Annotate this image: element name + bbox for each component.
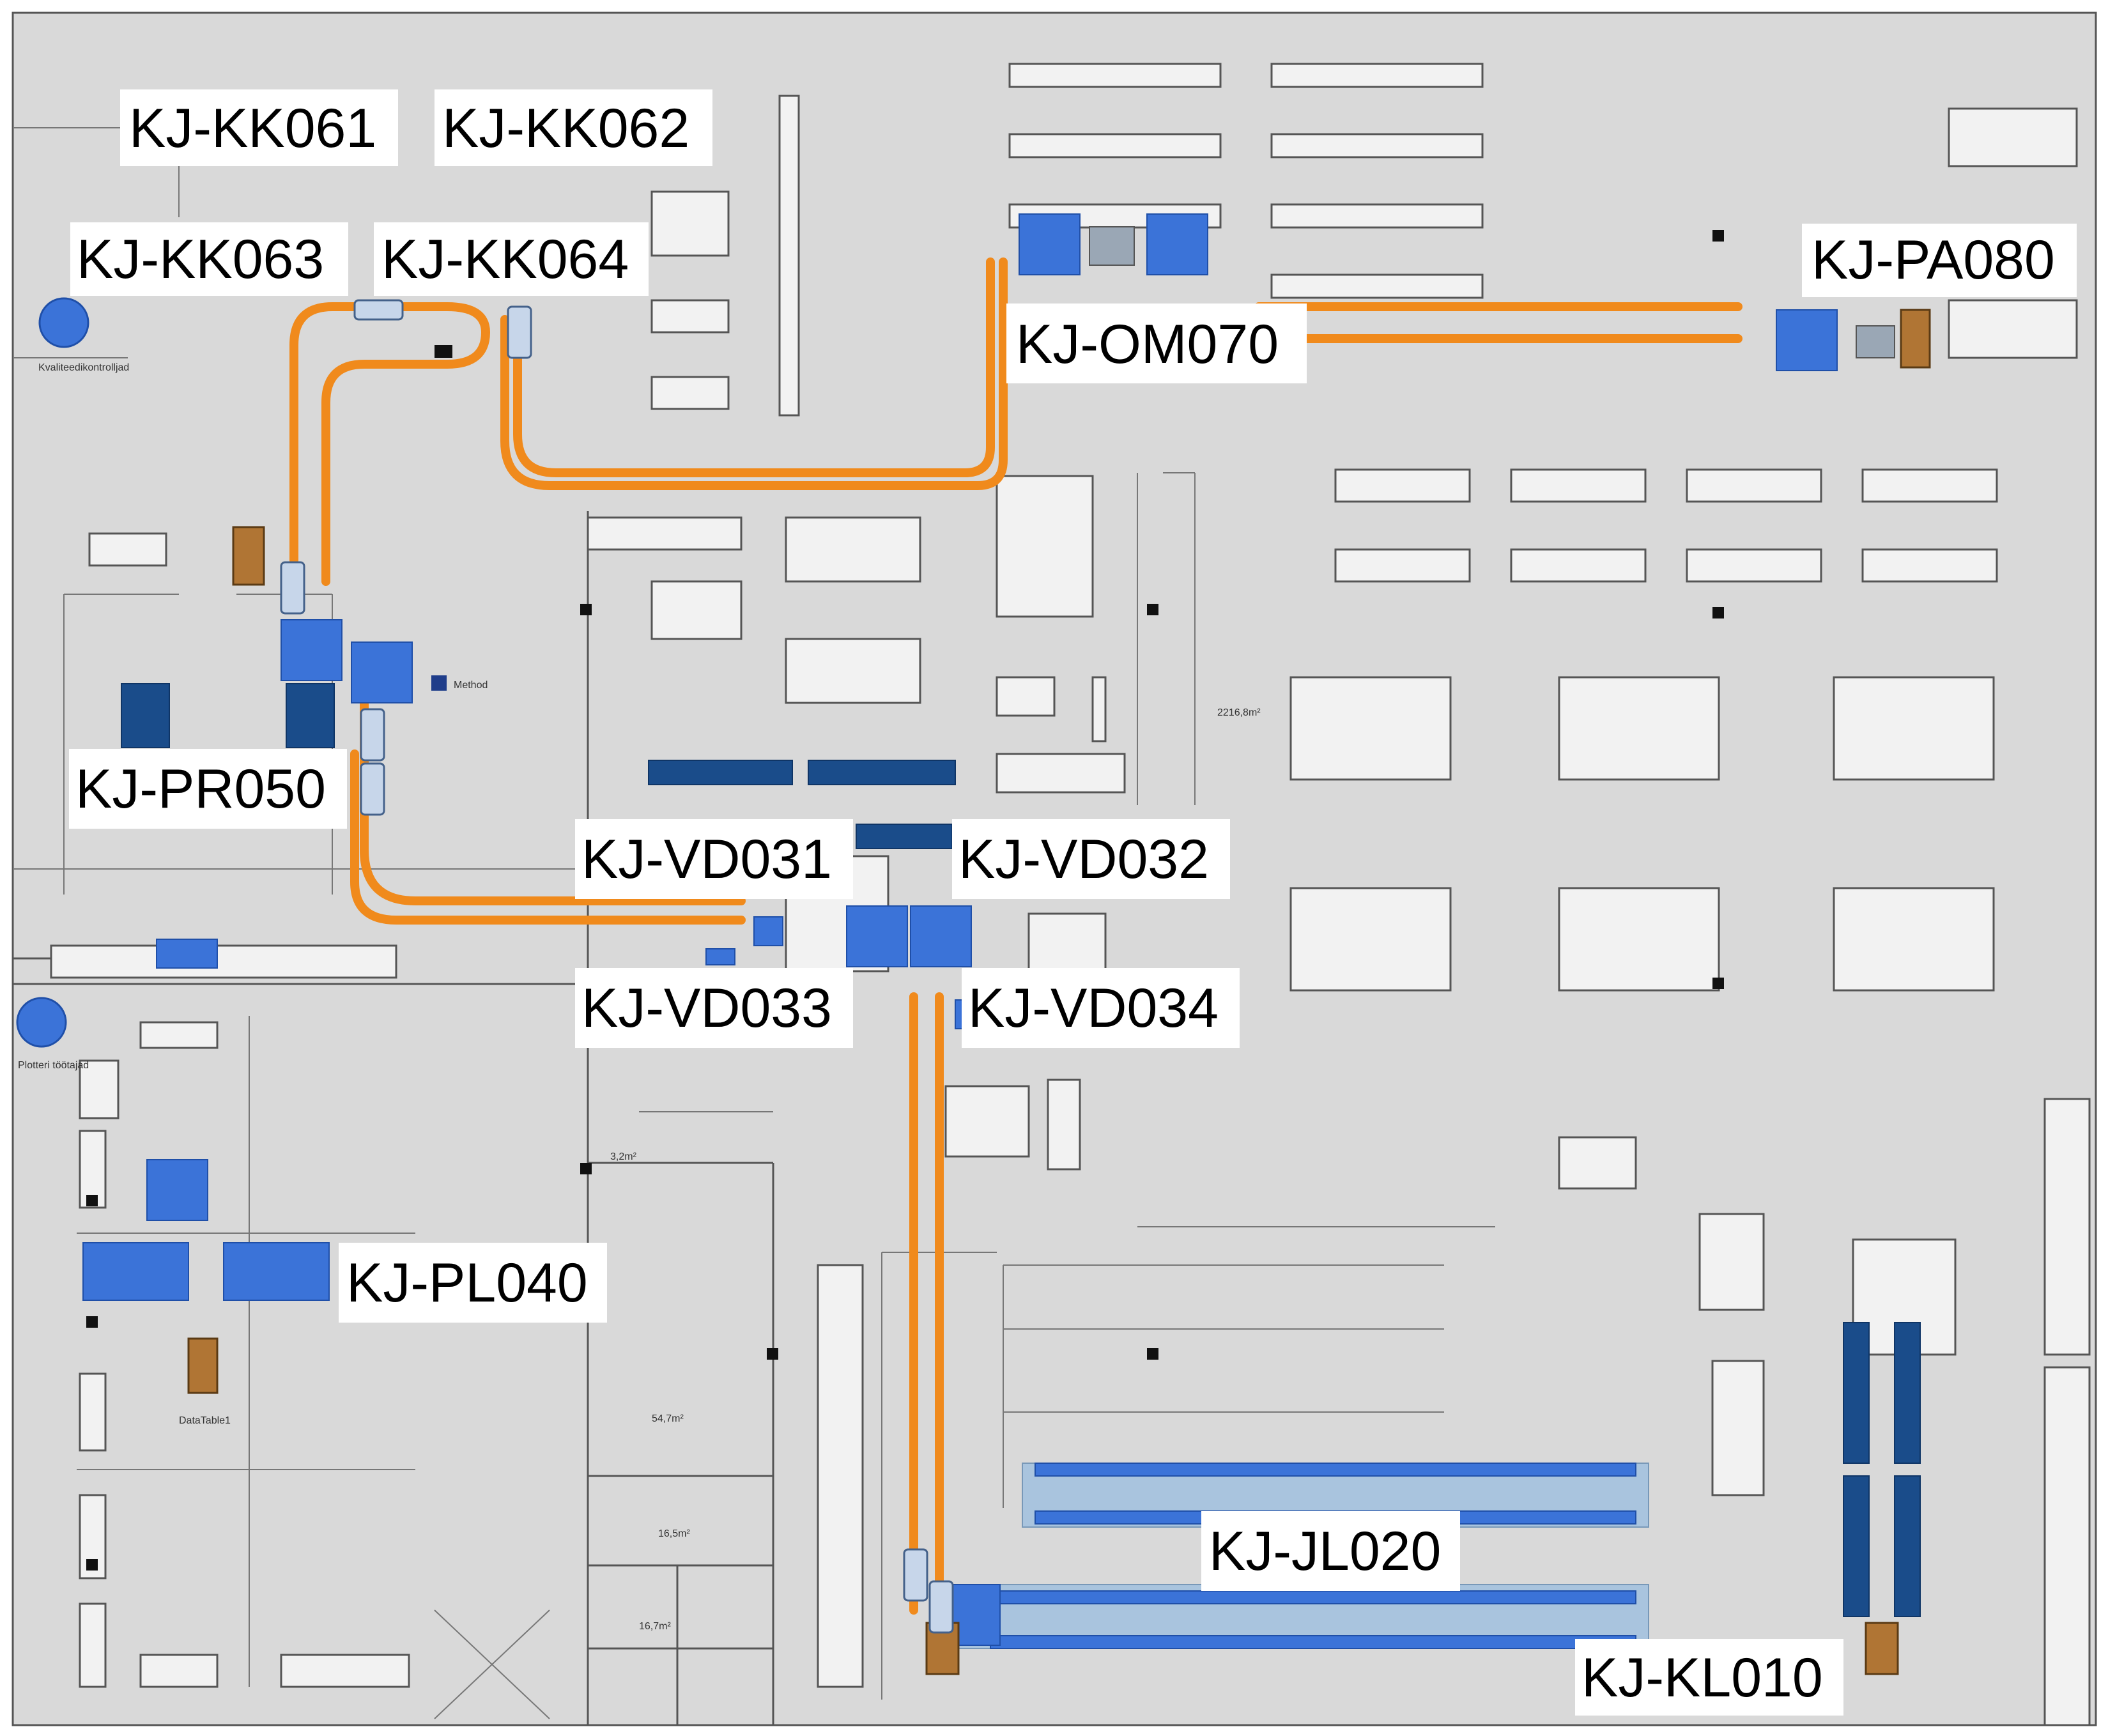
label-kj-pl040: KJ-PL040	[339, 1243, 607, 1323]
vd-machine-a	[846, 905, 908, 967]
svg-text:KJ-VD031: KJ-VD031	[581, 829, 832, 890]
kl010-robot	[1865, 1622, 1899, 1675]
quality-workers-marker	[38, 297, 89, 348]
svg-text:KJ-PR050: KJ-PR050	[75, 758, 326, 820]
area-d-label: 16,7m²	[639, 1621, 671, 1632]
label-kj-vd032: KJ-VD032	[952, 819, 1230, 899]
svg-text:KJ-VD032: KJ-VD032	[958, 829, 1209, 890]
svg-text:KJ-KK063: KJ-KK063	[77, 229, 324, 290]
plotter-workers-marker	[16, 997, 67, 1048]
pr050-press-b	[286, 683, 335, 748]
pl040-machine-c	[146, 1159, 208, 1221]
vd-top-bar-b	[808, 760, 956, 785]
racks-top	[650, 63, 1484, 417]
pa080-pallet	[1900, 309, 1931, 369]
method-icon	[431, 675, 447, 691]
left-small-machine	[156, 939, 218, 969]
kvaliteedikontroll-label: Kvaliteedikontrolljad	[38, 362, 129, 373]
svg-text:KJ-PL040: KJ-PL040	[346, 1252, 588, 1314]
pr050-machine-b	[351, 641, 413, 703]
svg-text:KJ-JL020: KJ-JL020	[1209, 1521, 1441, 1582]
label-kj-vd034: KJ-VD034	[962, 968, 1240, 1048]
svg-text:KJ-KK062: KJ-KK062	[442, 98, 689, 159]
route-kk064-to-om	[513, 257, 995, 477]
label-kj-pa080: KJ-PA080	[1802, 224, 2077, 297]
label-kj-pr050: KJ-PR050	[69, 749, 347, 829]
station-labels: KJ-KK061 KJ-KK062 KJ-KK063 KJ-KK064 KJ-P…	[69, 89, 2077, 1716]
route-kk-to-pr	[289, 302, 490, 586]
om070-machine-b	[1146, 213, 1208, 275]
pl040-machine-a	[82, 1242, 189, 1301]
label-kj-kk064: KJ-KK064	[374, 222, 649, 296]
pr050-press-a	[121, 683, 170, 748]
jl020-bar-c	[990, 1590, 1636, 1604]
label-kj-kl010: KJ-KL010	[1575, 1639, 1843, 1716]
vd-small-b	[705, 948, 735, 965]
label-kj-kk061: KJ-KK061	[120, 89, 398, 166]
route-pr-to-vd-b	[350, 749, 746, 925]
area-b-label: 54,7m²	[652, 1413, 684, 1424]
kl010-bar-b	[1894, 1322, 1921, 1464]
area-e-label: 3,2m²	[610, 1151, 637, 1162]
label-kj-vd031: KJ-VD031	[575, 819, 853, 899]
svg-text:KJ-VD033: KJ-VD033	[581, 978, 832, 1039]
annotations: Kvaliteedikontrolljad Plotteri töötajad …	[18, 362, 1261, 1632]
datatable-label: DataTable1	[179, 1415, 231, 1426]
kl010-bar-c	[1843, 1475, 1870, 1617]
svg-text:KJ-OM070: KJ-OM070	[1016, 314, 1279, 375]
route-kk064-to-om-b	[500, 257, 1008, 490]
area-a-label: 2216,8m²	[1217, 707, 1261, 718]
plotteri-label: Plotteri töötajad	[18, 1060, 89, 1071]
svg-text:KJ-VD034: KJ-VD034	[968, 978, 1219, 1039]
label-kj-kk062: KJ-KK062	[435, 89, 712, 166]
vd-top-bar-c	[856, 824, 953, 849]
racks-center	[587, 475, 2091, 1726]
kl010-bar-a	[1843, 1322, 1870, 1464]
pa080-machine	[1776, 309, 1838, 371]
pl040-robot	[187, 1337, 219, 1394]
pr050-robot	[232, 526, 265, 586]
racks-left	[50, 532, 410, 1688]
label-kj-jl020: KJ-JL020	[1201, 1511, 1460, 1591]
worker-markers	[16, 297, 89, 1048]
area-c-label: 16,5m²	[658, 1528, 690, 1539]
svg-text:KJ-KL010: KJ-KL010	[1581, 1647, 1823, 1709]
svg-text:KJ-KK061: KJ-KK061	[129, 98, 376, 159]
racks-right	[1289, 107, 2078, 992]
svg-text:KJ-PA080: KJ-PA080	[1812, 229, 2055, 291]
kl010-bar-d	[1894, 1475, 1921, 1617]
pa080-console	[1856, 325, 1895, 358]
om070-machine-a	[1019, 213, 1081, 275]
pl040-machine-b	[223, 1242, 330, 1301]
columns	[86, 230, 1724, 1571]
svg-text:KJ-KK064: KJ-KK064	[381, 229, 629, 290]
method-label: Method	[454, 680, 488, 691]
pr050-machine-a	[281, 619, 342, 681]
vd-machine-b	[910, 905, 972, 967]
jl020-bar-d	[990, 1635, 1636, 1649]
agv-routes	[289, 257, 1743, 1615]
route-pr-to-vd	[360, 698, 746, 905]
vd-small-a	[753, 916, 783, 946]
jl020-bar-a	[1035, 1463, 1636, 1477]
label-kj-om070: KJ-OM070	[1006, 303, 1307, 383]
vd-top-bar-a	[648, 760, 793, 785]
om070-console	[1089, 226, 1135, 266]
agv-vehicles	[280, 299, 954, 1634]
label-kj-kk063: KJ-KK063	[70, 222, 348, 296]
label-kj-vd033: KJ-VD033	[575, 968, 853, 1048]
